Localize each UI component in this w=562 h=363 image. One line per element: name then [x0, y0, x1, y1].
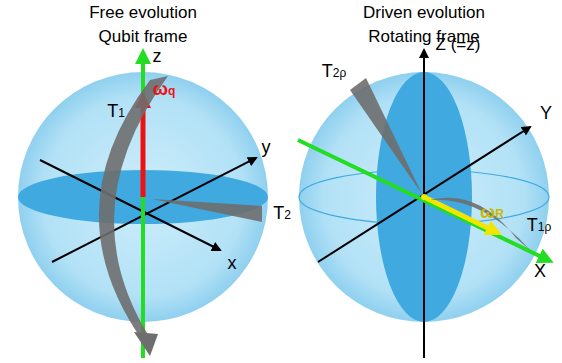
bloch-sphere-driven [298, 50, 550, 358]
axis-label: y [262, 138, 271, 158]
relaxation-time-label: T1ρ [527, 216, 552, 236]
frequency-label: ωR [480, 203, 504, 223]
relaxation-time-label: T2 [273, 204, 291, 224]
axis-label: z [153, 47, 162, 67]
bloch-sphere-free [18, 52, 268, 358]
axis-label: X [534, 262, 546, 282]
relaxation-time-label: T1 [107, 102, 125, 122]
panel-subtitle: Qubit frame [99, 28, 188, 47]
axis-label: x [228, 254, 237, 274]
relaxation-time-label: T2ρ [322, 62, 347, 82]
axis-label: Z (=z) [436, 36, 481, 55]
panel-title: Free evolution [89, 4, 197, 23]
frequency-label: ωq [153, 80, 176, 100]
axis-label: Y [540, 104, 552, 124]
panel-title: Driven evolution [363, 4, 485, 23]
